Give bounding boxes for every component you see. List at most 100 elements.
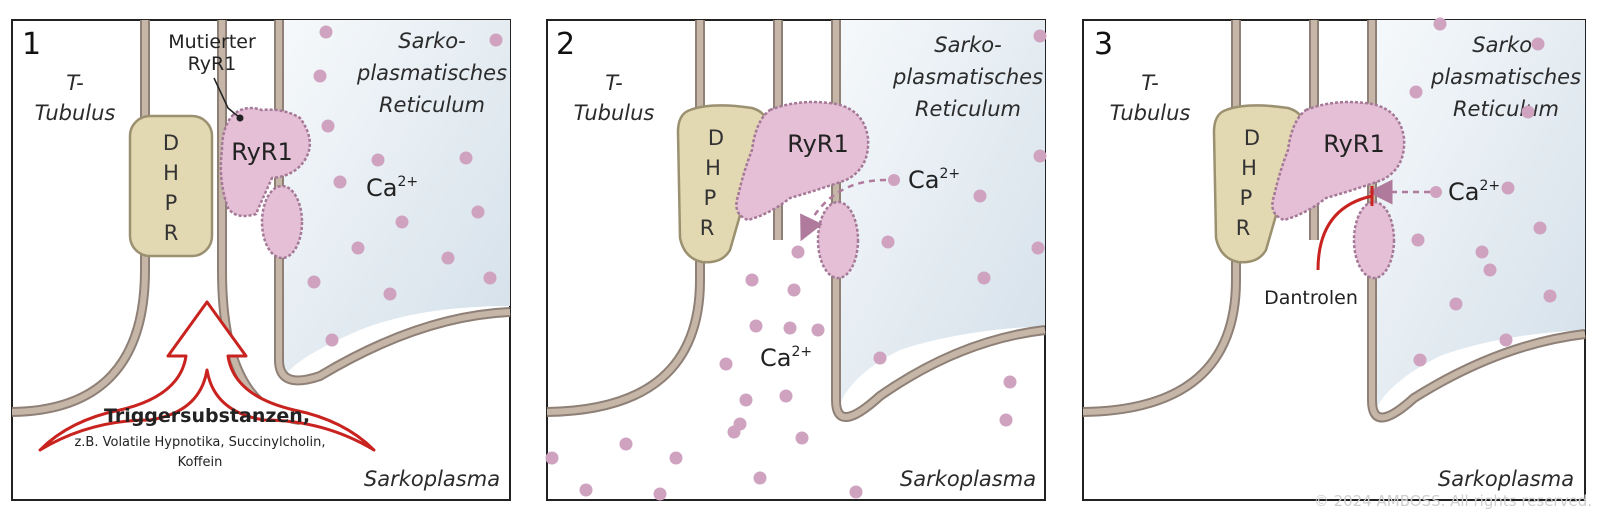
calcium-ion	[787, 283, 801, 297]
calcium-ion	[1031, 241, 1045, 255]
calcium-ion	[371, 153, 385, 167]
calcium-ion	[1483, 263, 1497, 277]
panel-3: D H P R RyR1 Dantrolen T- Tubulus Sarko-…	[1082, 17, 1586, 501]
trigger-examples: z.B. Volatile Hypnotika, Succinylcholin,	[74, 435, 325, 450]
calcium-ion	[739, 393, 753, 407]
calcium-ion	[779, 389, 793, 403]
dhpr-letter: H	[705, 156, 721, 180]
calcium-ion	[973, 189, 987, 203]
dantrolen-label: Dantrolen	[1264, 287, 1358, 309]
dhpr-letter: R	[1236, 216, 1251, 240]
trigger-examples: Koffein	[178, 455, 223, 470]
calcium-ion	[1475, 245, 1489, 259]
reticulum-label: Reticulum	[915, 97, 1021, 121]
calcium-ion	[307, 275, 321, 289]
dhpr-letter: H	[1241, 156, 1257, 180]
calcium-ion	[483, 271, 497, 285]
calcium-ion	[383, 287, 397, 301]
t-tubulus-label: Tubulus	[35, 101, 116, 125]
calcium-ion	[1521, 105, 1535, 119]
calcium-ion	[977, 271, 991, 285]
mutated-ryr1-callout: Mutierter	[168, 31, 256, 53]
t-tubulus-label: T-	[66, 71, 83, 95]
calcium-label: Ca2+	[366, 174, 418, 202]
calcium-ion	[333, 175, 347, 189]
dhpr-letter: D	[1244, 126, 1260, 150]
panel-1: D H P R RyR1 Mutierter RyR1 T- Tubulus S…	[11, 19, 511, 501]
ryr1-channel-lower	[1352, 200, 1396, 280]
calcium-ion	[351, 241, 365, 255]
reticulum-label: Sarko-	[934, 33, 1001, 57]
calcium-ions-reticulum	[1409, 17, 1557, 367]
calcium-ion	[811, 323, 825, 337]
calcium-ion	[1409, 85, 1423, 99]
ryr1-channel-lower	[816, 200, 860, 280]
dhpr-protein	[1212, 104, 1304, 264]
t-tubulus-label: T-	[1141, 71, 1158, 95]
calcium-ion	[1449, 297, 1463, 311]
calcium-ion	[1033, 149, 1047, 163]
reticulum-label: Sarko-	[398, 29, 465, 53]
calcium-ion	[1531, 37, 1545, 51]
calcium-ion	[1533, 221, 1547, 235]
calcium-ion	[459, 151, 473, 165]
calcium-ion	[849, 485, 863, 499]
calcium-ion	[619, 437, 633, 451]
reticulum-label: plasmatisches	[892, 65, 1043, 89]
dhpr-letter: D	[708, 126, 724, 150]
dhpr-letter: P	[165, 191, 178, 215]
trigger-title: Triggersubstanzen,	[104, 405, 310, 427]
ryr1-protein	[219, 106, 312, 218]
dhpr-protein	[676, 104, 768, 264]
calcium-ion	[321, 119, 335, 133]
dhpr-letter: P	[1240, 186, 1253, 210]
calcium-ion	[1430, 186, 1442, 198]
calcium-ion	[545, 451, 559, 465]
callout-dot	[236, 114, 244, 122]
sarkoplasma-label: Sarkoplasma	[900, 467, 1036, 491]
t-tubulus-label: Tubulus	[574, 101, 655, 125]
reticulum-label: plasmatisches	[1430, 65, 1581, 89]
calcium-ion	[888, 174, 900, 186]
calcium-ion	[783, 321, 797, 335]
calcium-ion	[873, 351, 887, 365]
calcium-release-arrow	[800, 178, 887, 242]
dhpr-letter: P	[704, 186, 717, 210]
calcium-label-released: Ca2+	[760, 344, 812, 372]
reticulum-region	[283, 20, 510, 380]
calcium-label: Ca2+	[908, 166, 960, 194]
reticulum-label: Sarko-	[1472, 33, 1539, 57]
t-tubulus-label: Tubulus	[1110, 101, 1191, 125]
dhpr-letter: R	[700, 216, 715, 240]
calcium-ion	[719, 357, 733, 371]
calcium-ion	[395, 215, 409, 229]
calcium-ion	[1499, 333, 1513, 347]
sarkoplasma-label: Sarkoplasma	[1438, 467, 1574, 491]
calcium-ion	[325, 333, 339, 347]
reticulum-label: Reticulum	[1453, 97, 1559, 121]
calcium-label: Ca2+	[1448, 178, 1500, 206]
calcium-ion	[727, 425, 741, 439]
calcium-ion	[669, 451, 683, 465]
calcium-ion	[999, 413, 1013, 427]
calcium-ion	[1033, 29, 1047, 43]
calcium-ion	[1411, 233, 1425, 247]
ryr1-protein	[1271, 100, 1406, 222]
calcium-ion	[579, 483, 593, 497]
ryr1-protein	[735, 100, 870, 222]
dhpr-letter: D	[163, 131, 179, 155]
copyright-notice: © 2024 AMBOSS. All rights reserved.	[1313, 492, 1592, 510]
reticulum-region	[836, 20, 1045, 420]
panel-2: D H P R RyR1 T- Tubulus Sarko- plasmatis…	[545, 19, 1047, 501]
mutated-ryr1-callout: RyR1	[188, 53, 237, 75]
calcium-ion	[1501, 181, 1515, 195]
calcium-ion	[1543, 289, 1557, 303]
reticulum-label: plasmatisches	[356, 61, 507, 85]
calcium-ion	[471, 205, 485, 219]
ryr1-label: RyR1	[1323, 130, 1385, 158]
callout-line	[213, 77, 241, 119]
dhpr-protein	[128, 114, 214, 258]
ryr1-label: RyR1	[787, 130, 849, 158]
calcium-ion	[753, 471, 767, 485]
